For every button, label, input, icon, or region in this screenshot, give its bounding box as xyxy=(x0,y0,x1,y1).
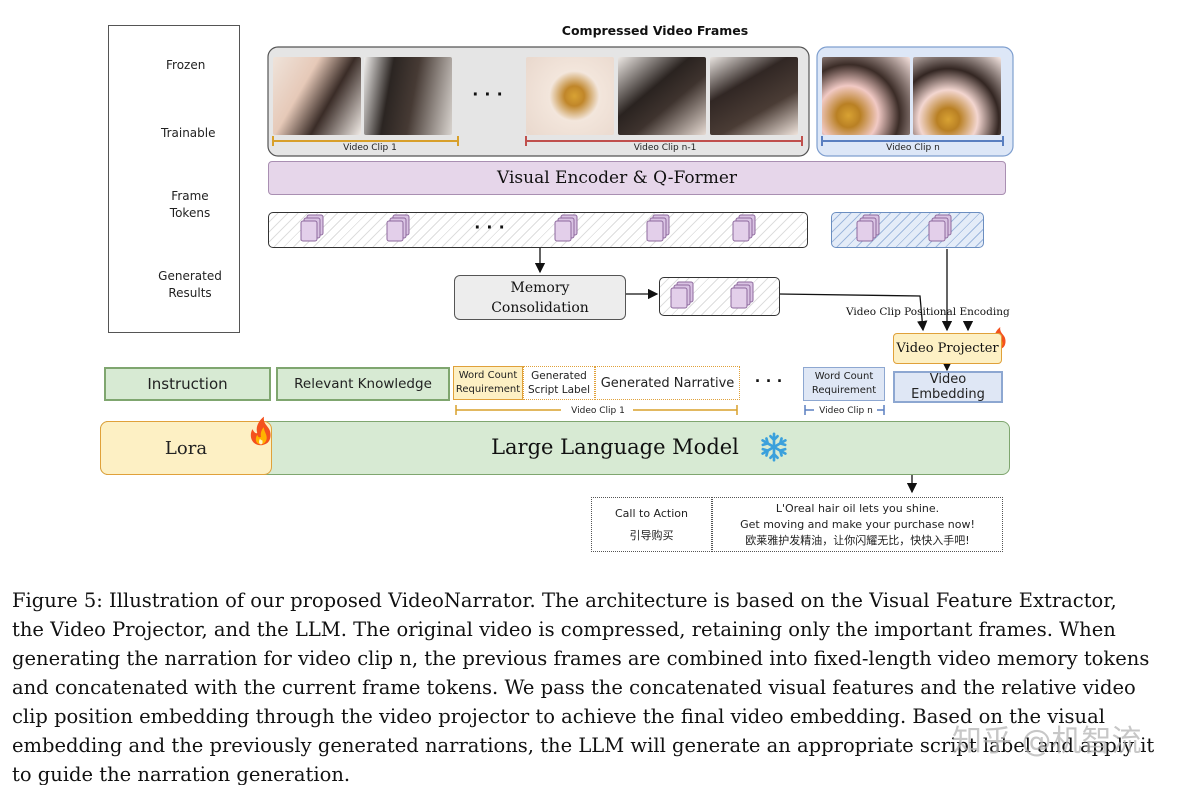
caption-line: and concatenated with the current frame … xyxy=(12,676,1136,699)
call-to-action-box: Call to Action 引导购买 xyxy=(591,497,712,552)
memory-token-strip xyxy=(659,277,780,316)
input-clip-1-label: Video Clip 1 xyxy=(571,405,625,416)
memory-consolidation-box: Memory Consolidation xyxy=(454,275,626,320)
relevant-knowledge-box: Relevant Knowledge xyxy=(276,367,450,401)
narration-line-3: 欧莱雅护发精油，让你闪耀无比，快快入手吧! xyxy=(745,533,970,547)
current-frames xyxy=(817,47,1013,156)
legend-trainable-label: Trainable xyxy=(161,126,216,140)
narration-line-1: L'Oreal hair oil lets you shine. xyxy=(775,501,940,515)
token-ellipsis: · · · xyxy=(474,216,506,239)
instruction-box: Instruction xyxy=(104,367,271,401)
video-projector-box: Video Projecter xyxy=(893,333,1002,364)
flow-arrows xyxy=(534,247,974,494)
current-token-strip xyxy=(831,212,984,248)
video-frame-thumbnail xyxy=(618,57,706,135)
call-to-action-label: Call to Action xyxy=(614,506,689,520)
caption-line: to guide the narration generation. xyxy=(12,763,351,785)
watermark: 知乎 @机智流 xyxy=(952,724,1142,759)
memory-label-line2: Consolidation xyxy=(491,299,589,316)
narration-line-2: Get moving and make your purchase now! xyxy=(740,517,975,531)
clip-1-label: Video Clip 1 xyxy=(343,143,397,153)
generated-narration-output-box: L'Oreal hair oil lets you shine. Get mov… xyxy=(712,497,1003,552)
video-frame-thumbnail xyxy=(526,57,614,135)
lora-box: Lora xyxy=(100,421,272,475)
video-frame-thumbnail xyxy=(913,57,1001,135)
legend-frozen-label: Frozen xyxy=(166,58,206,72)
frame-token-strip xyxy=(268,212,808,248)
visual-encoder-label: Visual Encoder & Q-Former xyxy=(496,168,738,188)
clip-n-minus-1-label: Video Clip n-1 xyxy=(633,143,697,153)
memory-label-line1: Memory xyxy=(510,279,570,296)
video-frame-thumbnail xyxy=(273,57,361,135)
previous-frames: · · · xyxy=(268,47,809,156)
video-frame-thumbnail xyxy=(822,57,910,135)
generated-script-label-box: Generated Script Label xyxy=(523,366,595,400)
word-count-box: Word Count Requirement xyxy=(453,366,523,400)
bracket-clip-1 xyxy=(272,136,459,146)
llm-label: Large Language Model xyxy=(491,435,739,459)
input-clip-n-label: Video Clip n xyxy=(819,405,873,416)
word-count-n-box: Word Count Requirement xyxy=(803,367,885,401)
caption-line: Figure 5: Illustration of our proposed V… xyxy=(12,589,1117,612)
bracket-clip-n xyxy=(821,136,1004,146)
video-frame-thumbnail xyxy=(364,57,452,135)
bracket-input-clip-1 xyxy=(455,405,738,415)
bracket-input-clip-n xyxy=(804,405,885,415)
video-embedding-box: Video Embedding xyxy=(893,371,1003,403)
caption-line: the Video Projector, and the LLM. The or… xyxy=(12,618,1116,641)
legend-panel xyxy=(108,25,240,333)
frames-title: Compressed Video Frames xyxy=(561,22,749,38)
caption-line: clip position embedding through the vide… xyxy=(12,705,1105,728)
bracket-clip-n-minus-1 xyxy=(525,136,803,146)
visual-encoder-bar: Visual Encoder & Q-Former xyxy=(268,161,1006,195)
clip-n-label: Video Clip n xyxy=(886,143,940,153)
generated-narrative-box: Generated Narrative xyxy=(595,366,740,400)
inputs-ellipsis: · · · xyxy=(755,370,783,391)
legend-generated-results-label: Generated Results xyxy=(158,269,222,300)
figure-caption: Figure 5: Illustration of our proposed V… xyxy=(12,586,1155,785)
call-to-action-zh: 引导购买 xyxy=(629,528,674,542)
video-frame-thumbnail xyxy=(710,57,798,135)
caption-line: generating the narration for video clip … xyxy=(12,647,1150,670)
caption-line: embedding and the previously generated n… xyxy=(12,734,1155,757)
frames-ellipsis: · · · xyxy=(472,83,504,106)
legend-frame-tokens-label: Frame Tokens xyxy=(169,189,211,220)
positional-encoding-label: Video Clip Positional Encoding xyxy=(846,306,1010,318)
